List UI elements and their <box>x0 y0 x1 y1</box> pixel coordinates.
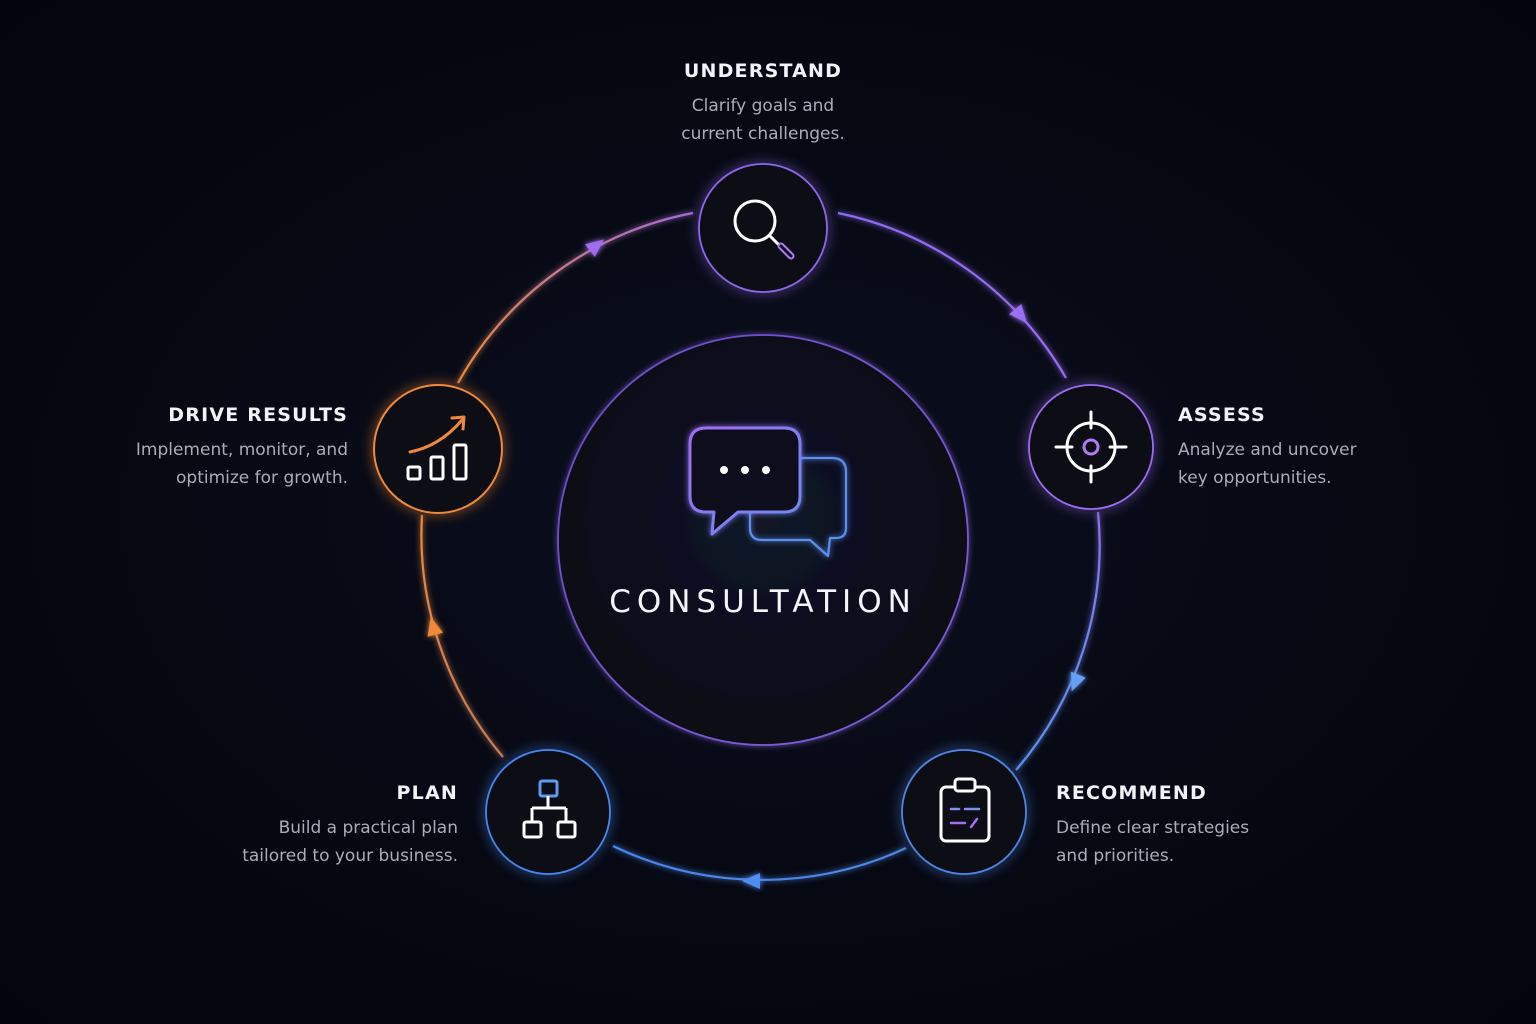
arc-drive-to-understand <box>457 211 694 384</box>
step-plan: PLAN Build a practical plan tailored to … <box>130 782 458 870</box>
step-desc-line: Clarify goals and <box>691 96 835 116</box>
hierarchy-icon <box>522 779 577 839</box>
step-desc-line: Define clear strategies <box>1056 818 1250 838</box>
clipboard-icon <box>939 777 991 843</box>
node-plan <box>485 749 611 875</box>
step-desc-plan: Build a practical plan tailored to your … <box>130 814 458 870</box>
step-desc-line: current challenges. <box>681 124 845 144</box>
step-desc-assess: Analyze and uncover key opportunities. <box>1178 436 1508 492</box>
step-title-drive-results: DRIVE RESULTS <box>168 404 348 426</box>
node-assess <box>1028 384 1154 510</box>
node-understand <box>698 163 828 293</box>
node-drive-results <box>373 384 503 514</box>
step-recommend: RECOMMEND Define clear strategies and pr… <box>1056 782 1386 870</box>
step-title-assess: ASSESS <box>1178 404 1266 426</box>
step-title-recommend: RECOMMEND <box>1056 782 1207 804</box>
target-icon <box>1054 410 1128 484</box>
arc-understand-to-assess <box>837 211 1067 379</box>
step-title-understand: UNDERSTAND <box>683 60 843 82</box>
step-drive-results: DRIVE RESULTS Implement, monitor, and op… <box>40 404 348 492</box>
step-title-plan: PLAN <box>396 782 458 804</box>
step-desc-line: and priorities. <box>1056 846 1175 866</box>
chat-bubbles-icon <box>688 426 848 558</box>
step-assess: ASSESS Analyze and uncover key opportuni… <box>1178 404 1508 492</box>
step-desc-line: Analyze and uncover <box>1178 440 1357 460</box>
arrow-to-plan <box>742 873 760 889</box>
step-desc-line: Implement, monitor, and <box>135 440 348 460</box>
center-title: CONSULTATION <box>609 584 917 620</box>
arrow-to-understand <box>584 239 605 257</box>
step-desc-recommend: Define clear strategies and priorities. <box>1056 814 1386 870</box>
arc-assess-to-recommend <box>1015 511 1101 771</box>
center-hub <box>557 334 969 746</box>
arrow-to-assess <box>1009 303 1027 323</box>
step-desc-line: optimize for growth. <box>176 468 348 488</box>
node-recommend <box>901 749 1027 875</box>
step-desc-line: tailored to your business. <box>242 846 458 866</box>
step-desc-understand: Clarify goals and current challenges. <box>568 92 958 148</box>
arrow-to-drive <box>427 617 444 637</box>
magnifier-icon <box>733 199 795 260</box>
growth-chart-icon <box>406 415 468 481</box>
step-understand: UNDERSTAND Clarify goals and current cha… <box>568 60 958 148</box>
step-desc-line: Build a practical plan <box>278 818 458 838</box>
step-desc-drive-results: Implement, monitor, and optimize for gro… <box>40 436 348 492</box>
arc-plan-to-drive <box>420 514 504 758</box>
arrow-to-recommend <box>1070 671 1086 692</box>
step-desc-line: key opportunities. <box>1178 468 1332 488</box>
